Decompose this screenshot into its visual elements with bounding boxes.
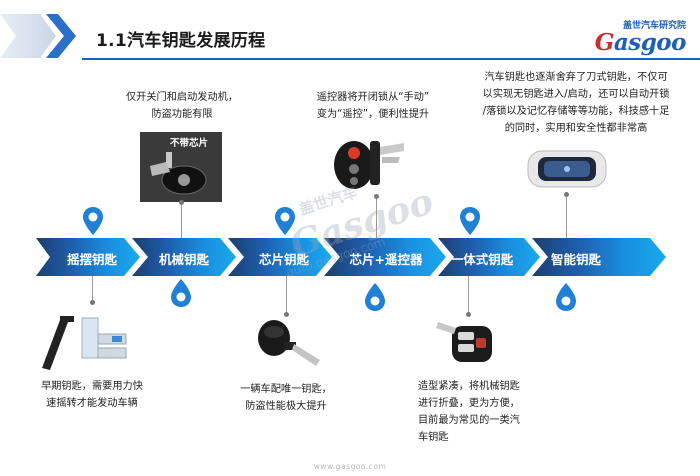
- pin-marker-smart: [556, 283, 576, 311]
- desc-crank-key: 早期钥匙，需要用力快 速摇转才能发动车辆: [41, 381, 143, 409]
- desc-mechanical-key: 仅开关门和启动发动机， 防盗功能有限: [125, 92, 239, 120]
- connector-dot: [89, 300, 95, 305]
- stage-mechanical-key: 机械钥匙: [158, 252, 209, 267]
- connector-smart-top: [565, 194, 567, 240]
- smart-key-image: [527, 150, 607, 188]
- gasgoo-logo: 盖世汽车研究院 Gasgoo: [582, 18, 692, 58]
- connector-dot: [465, 312, 471, 317]
- chip-key-image: [258, 320, 320, 366]
- connector-dot: [283, 312, 289, 317]
- footer-url: www.gasgoo.com: [313, 462, 387, 471]
- connector-dot: [563, 192, 569, 197]
- desc-integrated-key: 造型紧凑，将机械钥匙 进行折叠，更为方便， 目前最为常见的一类汽 车钥匙: [418, 381, 520, 443]
- page-title: 1.1汽车钥匙发展历程: [96, 31, 266, 51]
- mechanical-key-caption: 不带芯片: [170, 138, 209, 149]
- crank-key-image: [42, 316, 127, 370]
- connector-integrated-bottom: [467, 276, 469, 314]
- pin-marker-chip: [275, 207, 295, 235]
- remote-key-image: [334, 141, 404, 189]
- connector-remote-top: [375, 196, 377, 240]
- integrated-key-image: [436, 322, 492, 362]
- desc-remote-key: 遥控器将开闭锁从“手动” 变为“遥控”，便利性提升: [316, 92, 430, 120]
- pin-marker-crank: [83, 207, 103, 235]
- stage-smart-key: 智能钥匙: [550, 252, 601, 267]
- header-underline: [82, 58, 700, 60]
- stage-crank-key: 摇摆钥匙: [66, 252, 117, 267]
- stage-integrated-key: 一体式钥匙: [450, 252, 514, 267]
- pin-marker-remote: [365, 283, 385, 311]
- mechanical-key-image: [140, 132, 222, 202]
- connector-dot: [373, 194, 379, 199]
- stage-chip-remote: 芯片+遥控器: [349, 252, 423, 267]
- logo-cn-text: 盖世汽车研究院: [622, 21, 686, 31]
- connector-crank-bottom: [91, 276, 93, 302]
- connector-chip-bottom: [285, 276, 287, 314]
- desc-smart-key: 汽车钥匙也逐渐舍弃了刀式钥匙，不仅可 以实现无钥匙进入/启动，还可以自动开锁 /…: [482, 72, 670, 134]
- connector-dot: [178, 200, 184, 205]
- timeline-arrow-bar: [36, 238, 666, 276]
- stage-chip-key: 芯片钥匙: [258, 252, 309, 267]
- connector-mechanical-top: [180, 202, 182, 240]
- desc-chip-key: 一辆车配唯一钥匙， 防盗性能极大提升: [240, 384, 332, 412]
- logo-en-text: Gasgoo: [594, 29, 687, 56]
- pin-marker-integrated: [460, 207, 480, 235]
- pin-marker-mechanical: [171, 279, 191, 307]
- header-chevron-decoration: [0, 14, 76, 58]
